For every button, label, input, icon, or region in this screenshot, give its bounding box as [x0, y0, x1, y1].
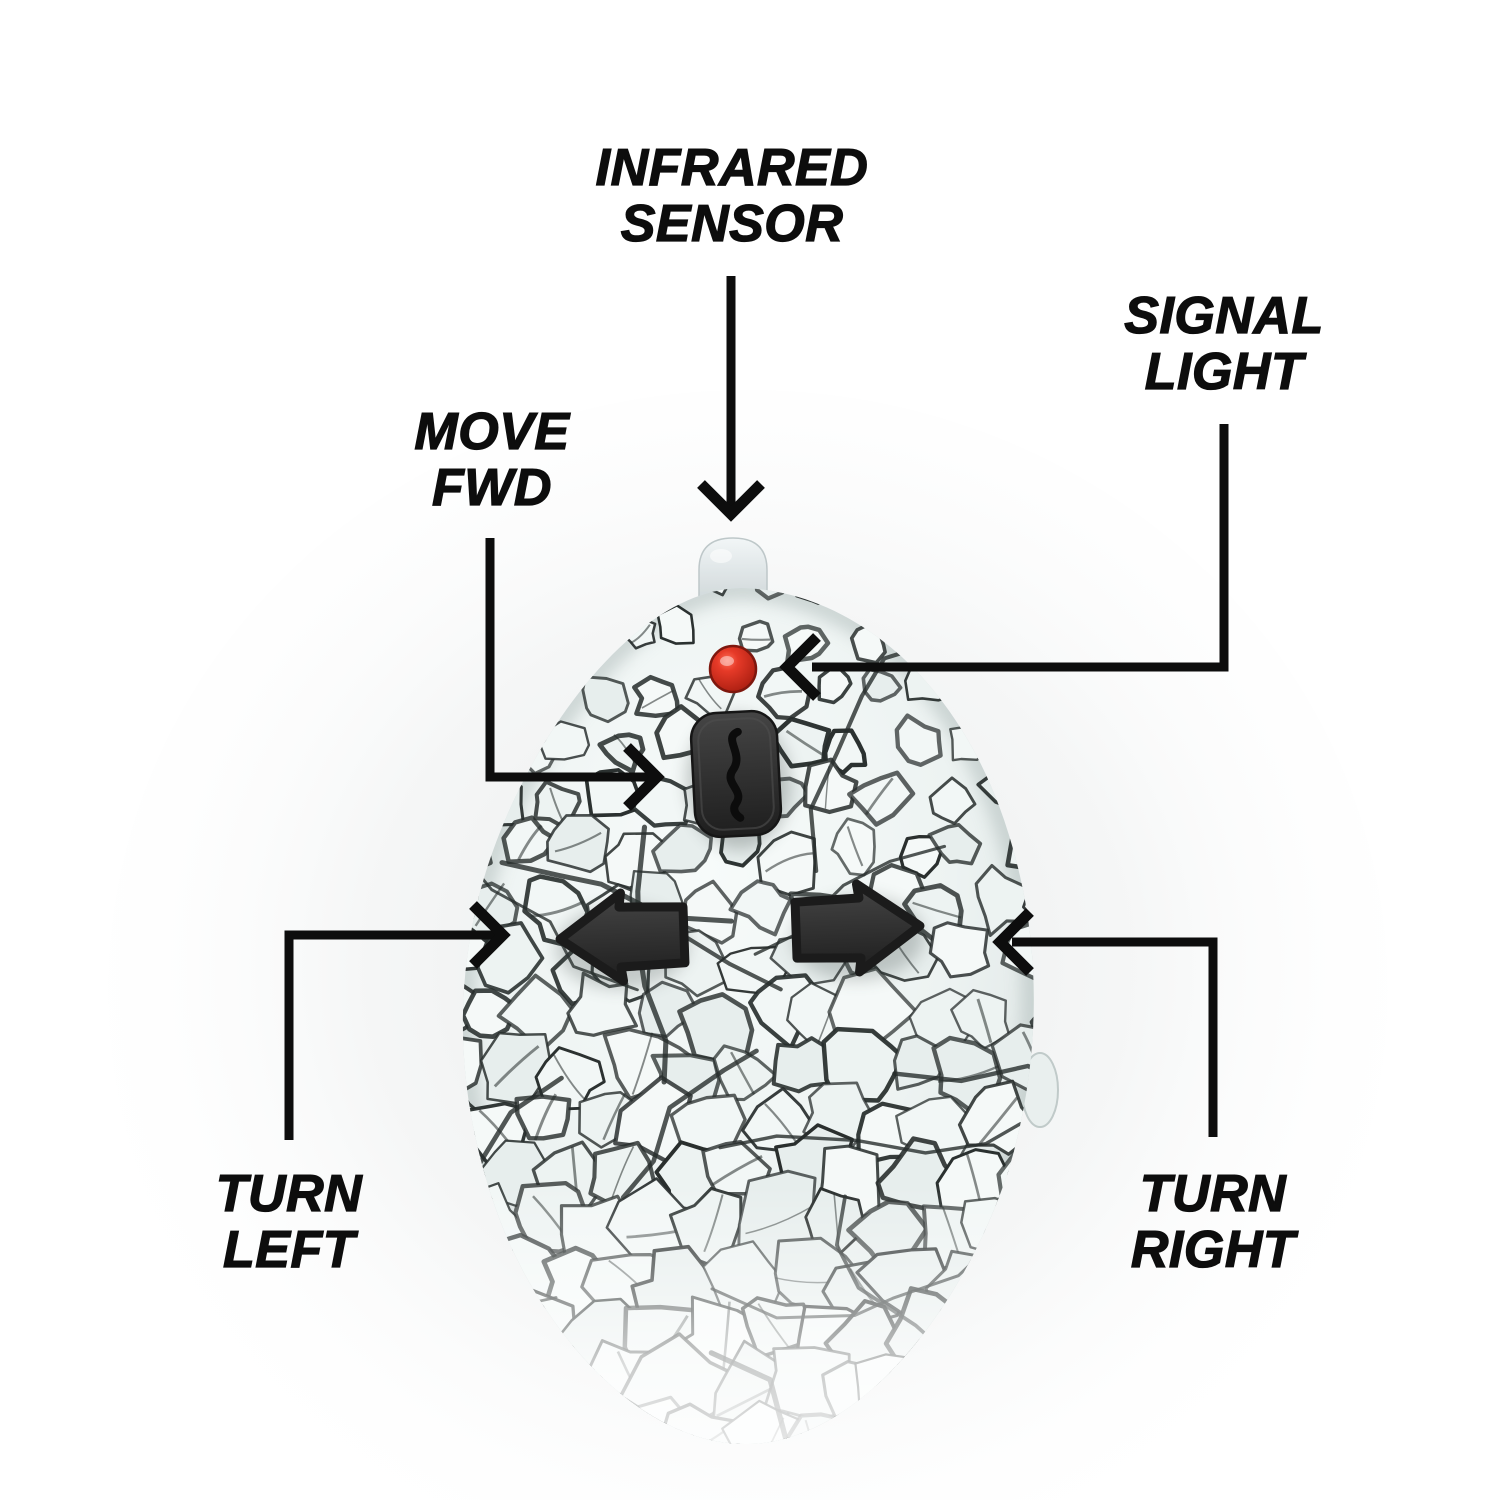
- left-arrow-icon: [555, 888, 690, 986]
- label-line: SIGNAL: [1124, 287, 1324, 345]
- turn-left-button: [555, 888, 690, 990]
- signal-light-led: [708, 644, 758, 694]
- label-line: LIGHT: [1144, 343, 1304, 401]
- label-line: INFRARED: [595, 139, 869, 197]
- turn-right-button: [790, 879, 925, 981]
- label-line: RIGHT: [1130, 1221, 1296, 1279]
- label-line: TURN: [1139, 1165, 1287, 1223]
- squiggle-icon: [726, 727, 745, 822]
- callout-label-move-fwd: MOVE FWD: [414, 403, 570, 517]
- label-line: TURN: [215, 1165, 363, 1223]
- label-line: MOVE: [414, 403, 570, 461]
- callout-label-turn-right: TURN RIGHT: [1130, 1165, 1296, 1279]
- move-forward-button: [686, 709, 791, 850]
- label-line: SENSOR: [620, 195, 844, 253]
- label-line: FWD: [431, 459, 552, 517]
- right-arrow-icon: [790, 879, 925, 977]
- callout-label-signal-light: SIGNAL LIGHT: [1124, 287, 1324, 401]
- label-line: LEFT: [222, 1221, 355, 1279]
- callout-label-turn-left: TURN LEFT: [215, 1165, 363, 1279]
- callout-label-infrared-sensor: INFRARED SENSOR: [595, 139, 869, 253]
